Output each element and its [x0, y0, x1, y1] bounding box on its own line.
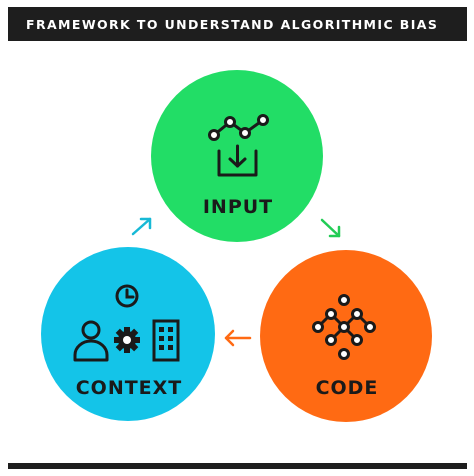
download-tray-icon — [217, 144, 258, 177]
code-label: CODE — [316, 377, 379, 399]
arrow-code-to-context — [224, 329, 252, 347]
code-node: CODE — [260, 250, 432, 422]
building-icon — [152, 319, 180, 362]
bottom-rule — [8, 463, 467, 469]
person-icon — [73, 320, 109, 362]
gear-icon — [114, 327, 140, 353]
arrow-context-to-input — [131, 217, 152, 236]
arrow-input-to-code — [320, 218, 341, 238]
code-circle — [260, 250, 432, 422]
node-graph-icon — [312, 294, 376, 360]
input-label: INPUT — [203, 196, 273, 218]
title-bar: FRAMEWORK TO UNDERSTAND ALGORITHMIC BIAS — [8, 7, 467, 41]
context-label: CONTEXT — [76, 377, 183, 399]
input-node: INPUT — [151, 70, 323, 242]
clock-icon — [115, 284, 139, 308]
page-title: FRAMEWORK TO UNDERSTAND ALGORITHMIC BIAS — [26, 16, 439, 32]
context-node: CONTEXT — [41, 247, 215, 421]
line-chart-icon — [208, 114, 269, 141]
